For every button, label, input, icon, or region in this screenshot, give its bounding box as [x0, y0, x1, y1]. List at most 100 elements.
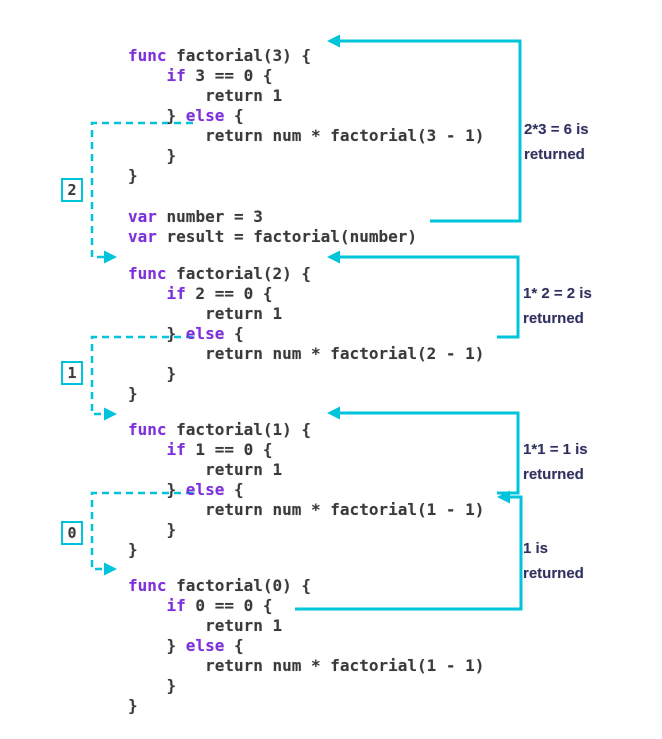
- code-text: factorial(1) {: [166, 420, 312, 439]
- code-text: }: [128, 696, 138, 715]
- return-note-line: returned: [523, 310, 584, 327]
- code-line: }: [128, 166, 484, 186]
- return-note-factorial-3: 2*3 = 6 is returned: [524, 117, 589, 167]
- code-text: 1 == 0 {: [185, 440, 273, 459]
- code-text: {: [224, 636, 244, 655]
- code-line: return 1: [128, 304, 484, 324]
- code-line: } else {: [128, 480, 484, 500]
- return-note-line: 2*3 = 6 is: [524, 121, 589, 138]
- code-text: result = factorial(number): [156, 227, 417, 246]
- code-text: }: [128, 384, 138, 403]
- code-text: [128, 284, 167, 303]
- code-line: }: [128, 364, 484, 384]
- code-text: {: [224, 324, 244, 343]
- return-note-line: 1*1 = 1 is: [523, 441, 588, 458]
- code-text: return num * factorial(1 - 1): [128, 656, 485, 675]
- code-block-factorial-0: func factorial(0) { if 0 == 0 { return 1…: [128, 576, 484, 716]
- dashed-arrowheads: [104, 250, 117, 576]
- keyword: var: [128, 227, 157, 246]
- code-text: number = 3: [156, 207, 263, 226]
- keyword: var: [128, 207, 157, 226]
- keyword: func: [128, 46, 167, 65]
- code-text: return num * factorial(2 - 1): [128, 344, 485, 363]
- code-text: }: [128, 146, 177, 165]
- code-line: var result = factorial(number): [128, 227, 417, 247]
- keyword: if: [166, 596, 186, 615]
- return-note-factorial-2: 1* 2 = 2 is returned: [523, 281, 592, 331]
- keyword: else: [185, 106, 225, 125]
- arg-box-1: 1: [61, 361, 83, 385]
- arrowhead-call-factorial-0: [104, 562, 117, 576]
- code-line: }: [128, 676, 484, 696]
- code-text: return 1: [128, 304, 283, 323]
- code-line: if 3 == 0 {: [128, 66, 484, 86]
- code-text: }: [128, 636, 186, 655]
- code-line: func factorial(3) {: [128, 46, 484, 66]
- code-text: factorial(2) {: [166, 264, 312, 283]
- code-text: 3 == 0 {: [185, 66, 273, 85]
- code-line: func factorial(2) {: [128, 264, 484, 284]
- code-line: return num * factorial(1 - 1): [128, 656, 484, 676]
- code-block-factorial-3: func factorial(3) { if 3 == 0 { return 1…: [128, 46, 484, 186]
- code-text: {: [224, 480, 244, 499]
- arrowhead-return-factorial-2: [327, 250, 340, 264]
- arrowhead-call-factorial-2: [104, 250, 117, 264]
- code-text: return num * factorial(1 - 1): [128, 500, 485, 519]
- code-text: }: [128, 364, 177, 383]
- code-block-factorial-2: func factorial(2) { if 2 == 0 { return 1…: [128, 264, 484, 404]
- keyword: else: [185, 480, 225, 499]
- code-line: } else {: [128, 636, 484, 656]
- return-note-factorial-1: 1*1 = 1 is returned: [523, 437, 588, 487]
- return-note-line: returned: [523, 565, 584, 582]
- arg-box-2: 2: [61, 178, 83, 202]
- code-text: }: [128, 540, 138, 559]
- arg-box-0: 0: [61, 521, 83, 545]
- code-text: return 1: [128, 460, 283, 479]
- arrowhead-return-factorial-0: [497, 490, 510, 504]
- return-note-line: 1* 2 = 2 is: [523, 285, 592, 302]
- code-text: }: [128, 166, 138, 185]
- code-text: 0 == 0 {: [185, 596, 273, 615]
- code-line: if 0 == 0 {: [128, 596, 484, 616]
- keyword: else: [185, 636, 225, 655]
- arrowhead-return-factorial-1: [327, 406, 340, 420]
- code-line: }: [128, 384, 484, 404]
- code-line: return 1: [128, 616, 484, 636]
- code-line: }: [128, 540, 484, 560]
- code-line: func factorial(0) {: [128, 576, 484, 596]
- code-line: } else {: [128, 324, 484, 344]
- arrowhead-call-factorial-1: [104, 407, 117, 421]
- code-text: factorial(3) {: [166, 46, 312, 65]
- code-text: factorial(0) {: [166, 576, 312, 595]
- code-text: }: [128, 480, 186, 499]
- keyword: else: [185, 324, 225, 343]
- code-text: 2 == 0 {: [185, 284, 273, 303]
- code-line: }: [128, 520, 484, 540]
- code-line: return num * factorial(1 - 1): [128, 500, 484, 520]
- keyword: if: [166, 284, 186, 303]
- keyword: func: [128, 264, 167, 283]
- code-text: }: [128, 676, 177, 695]
- return-note-line: returned: [523, 466, 584, 483]
- code-text: [128, 596, 167, 615]
- return-note-factorial-0: 1 is returned: [523, 536, 584, 586]
- code-line: func factorial(1) {: [128, 420, 484, 440]
- code-text: }: [128, 106, 186, 125]
- keyword: func: [128, 420, 167, 439]
- code-text: }: [128, 324, 186, 343]
- code-text: [128, 440, 167, 459]
- code-text: }: [128, 520, 177, 539]
- code-text: return 1: [128, 616, 283, 635]
- keyword: if: [166, 440, 186, 459]
- code-text: return num * factorial(3 - 1): [128, 126, 485, 145]
- keyword: func: [128, 576, 167, 595]
- code-text: [128, 66, 167, 85]
- code-line: }: [128, 696, 484, 716]
- return-note-line: 1 is: [523, 540, 549, 557]
- code-line: } else {: [128, 106, 484, 126]
- code-line: return 1: [128, 86, 484, 106]
- code-line: var number = 3: [128, 207, 417, 227]
- code-text: {: [224, 106, 244, 125]
- code-line: return num * factorial(3 - 1): [128, 126, 484, 146]
